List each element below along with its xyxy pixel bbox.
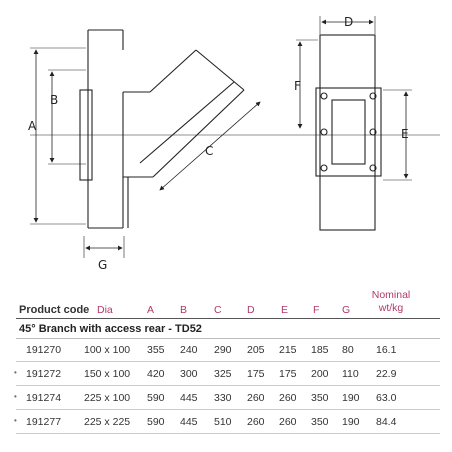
- cell-c: 290: [214, 344, 232, 356]
- cell-d: 260: [247, 416, 265, 428]
- header-rule: [16, 318, 440, 319]
- section-title: 45° Branch with access rear - TD52: [19, 323, 202, 335]
- row-bullet: •: [14, 392, 17, 401]
- header-product-code: Product code: [19, 304, 90, 316]
- header-c: C: [214, 304, 222, 316]
- front-dimension-lines: [296, 16, 412, 181]
- header-d: D: [247, 304, 255, 316]
- table-row: 191270 100 x 100 355 240 290 205 215 185 80 16.1: [0, 344, 452, 364]
- header-nominal-line1: Nominal: [371, 289, 411, 301]
- table-row: • 191272 150 x 100 420 300 325 175 175 200 110 22.…: [0, 368, 452, 388]
- table-row: • 191277 225 x 225 590 445 510 260 260 350 190 84.…: [0, 416, 452, 436]
- cell-b: 445: [180, 392, 198, 404]
- cell-dia: 225 x 100: [84, 392, 131, 404]
- cell-c: 330: [214, 392, 232, 404]
- header-g: G: [342, 304, 351, 316]
- cell-code: 191277: [26, 416, 62, 428]
- cell-wt: 22.9: [376, 368, 397, 380]
- table-header: Product code Dia A B C D E F G Nominal w…: [0, 286, 452, 316]
- side-view: [30, 29, 440, 229]
- cell-f: 185: [311, 344, 329, 356]
- cell-b: 300: [180, 368, 198, 380]
- row-rule: [16, 361, 440, 362]
- label-g: G: [98, 258, 107, 272]
- table-row: • 191274 225 x 100 590 445 330 260 260 350 190 63.…: [0, 392, 452, 412]
- technical-drawing: A B C D E F G: [28, 15, 440, 272]
- section-rule: [16, 338, 440, 339]
- label-f: F: [294, 79, 301, 93]
- row-rule: [16, 433, 440, 434]
- cell-f: 350: [311, 416, 329, 428]
- header-e: E: [281, 304, 289, 316]
- cell-b: 445: [180, 416, 198, 428]
- cell-code: 191272: [26, 368, 62, 380]
- header-f: F: [313, 304, 320, 316]
- cell-c: 325: [214, 368, 232, 380]
- front-view: [315, 34, 382, 231]
- cell-e: 215: [279, 344, 297, 356]
- label-b: B: [50, 93, 58, 107]
- cell-g: 190: [342, 392, 360, 404]
- label-a: A: [28, 119, 37, 133]
- cell-g: 110: [342, 368, 359, 380]
- row-bullet: •: [14, 368, 17, 377]
- label-c: C: [205, 144, 213, 158]
- cell-e: 260: [279, 392, 297, 404]
- cell-a: 590: [147, 416, 165, 428]
- cell-f: 350: [311, 392, 329, 404]
- cell-dia: 150 x 100: [84, 368, 131, 380]
- cell-e: 260: [279, 416, 297, 428]
- row-rule: [16, 385, 440, 386]
- cell-a: 420: [147, 368, 165, 380]
- cell-wt: 16.1: [376, 344, 397, 356]
- cell-code: 191270: [26, 344, 62, 356]
- cell-dia: 100 x 100: [84, 344, 131, 356]
- cell-dia: 225 x 225: [84, 416, 131, 428]
- header-nominal-line2: wt/kg: [378, 302, 404, 314]
- cell-c: 510: [214, 416, 232, 428]
- cell-wt: 84.4: [376, 416, 397, 428]
- cell-b: 240: [180, 344, 198, 356]
- cell-a: 590: [147, 392, 165, 404]
- cell-code: 191274: [26, 392, 62, 404]
- cell-d: 205: [247, 344, 265, 356]
- cell-g: 190: [342, 416, 360, 428]
- cell-e: 175: [279, 368, 297, 380]
- cell-d: 175: [247, 368, 265, 380]
- cell-wt: 63.0: [376, 392, 397, 404]
- cell-g: 80: [342, 344, 354, 356]
- cell-f: 200: [311, 368, 329, 380]
- header-nominal: Nominal wt/kg: [358, 289, 424, 315]
- cell-d: 260: [247, 392, 265, 404]
- header-b: B: [180, 304, 188, 316]
- row-bullet: •: [14, 416, 17, 425]
- label-d: D: [344, 15, 353, 29]
- header-dia: Dia: [97, 304, 113, 316]
- row-rule: [16, 409, 440, 410]
- cell-a: 355: [147, 344, 165, 356]
- header-a: A: [147, 304, 155, 316]
- label-e: E: [401, 127, 409, 141]
- dimension-lines: [30, 47, 261, 258]
